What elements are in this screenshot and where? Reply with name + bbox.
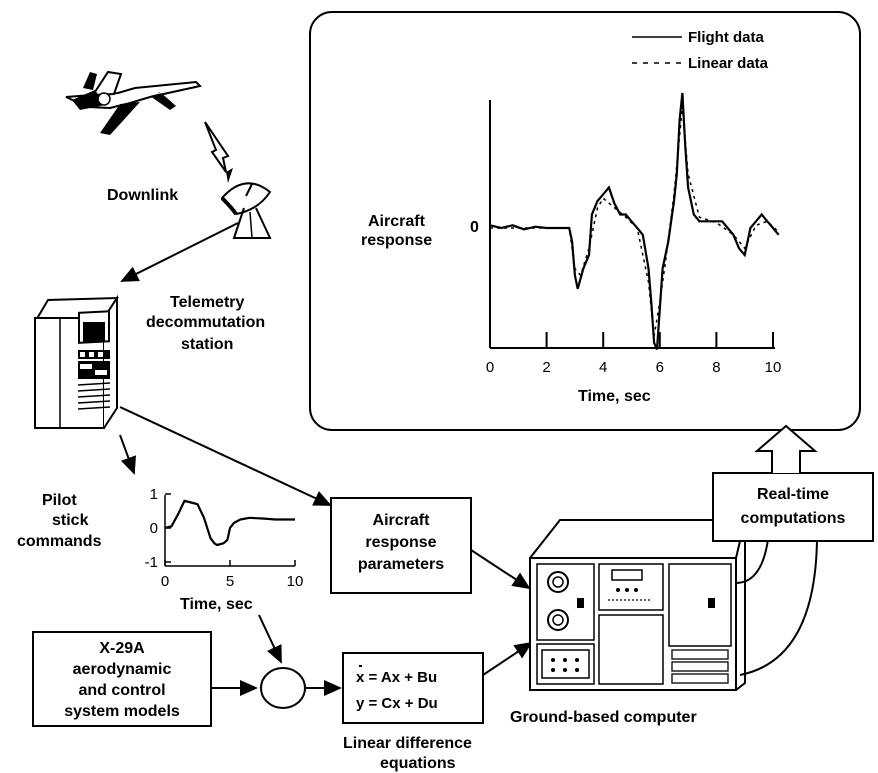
equation-2: y = Cx + Du [356,695,438,712]
models-label-3: and control [78,682,165,699]
stick-command-line [164,499,295,547]
equation-1: x = Ax + Bu [356,669,437,686]
x-tick-label: 8 [712,359,720,376]
telemetry-station-icon [34,294,119,429]
params-label-2: response [365,534,436,551]
models-label-2: aerodynamic [73,661,172,678]
x-tick-label: 0 [486,359,494,376]
realtime-label-1: Real-time [757,486,829,503]
aircraft-response-axes [489,100,775,349]
x-tick-label: 4 [599,359,607,376]
x29-aircraft-icon [65,70,202,135]
flight-data-line [489,92,780,350]
aircraft-response-series [489,92,780,350]
y-tick-label: 1 [150,486,158,503]
telemetry-label-3: station [181,336,233,353]
realtime-computations-box: Real-time computations [712,472,874,542]
x-tick-label: 10 [287,573,304,590]
aircraft-response-zero-tick: 0 [470,219,479,236]
models-label-1: X-29A [99,640,145,657]
pilot-stick-label-2: stick [52,512,89,529]
equations-box: x = Ax + Bu y = Cx + Du [342,652,484,724]
aircraft-response-ylabel-1: Aircraft [368,213,426,230]
x-tick-label: 5 [226,573,234,590]
legend-linear-label: Linear data [688,55,769,72]
x-tick-label: 2 [542,359,550,376]
pilot-stick-label-3: commands [17,533,102,550]
x29a-models-box: X-29A aerodynamic and control system mod… [32,631,212,727]
params-label-1: Aircraft [373,512,431,529]
x-tick-label: 10 [765,359,782,376]
linear-diff-label-1: Linear difference [343,735,472,752]
pilot-stick-label-1: Pilot [42,492,77,509]
models-label-4: system models [64,703,180,720]
aircraft-response-x-ticks: 0 2 4 6 8 10 [486,332,782,376]
aircraft-response-panel [309,11,861,431]
linear-data-line [490,106,780,337]
aircraft-response-parameters-box: Aircraft response parameters [330,497,472,594]
telemetry-label-2: decommutation [146,314,265,331]
aircraft-response-ylabel-2: response [361,232,432,249]
pilot-stick-xlabel: Time, sec [180,596,253,613]
aircraft-response-xlabel: Time, sec [578,388,651,405]
summing-junction [260,667,306,709]
linear-diff-label-2: equations [380,755,456,772]
ground-computer-icon [529,519,746,691]
telemetry-label-1: Telemetry [170,294,245,311]
y-tick-label: 0 [150,520,158,537]
x-tick-label: 0 [161,573,169,590]
pilot-stick-series [164,499,295,547]
downlink-label: Downlink [107,187,178,204]
lightning-icon [204,121,233,183]
hollow-up-arrow [754,424,818,473]
realtime-label-2: computations [741,510,846,527]
params-label-3: parameters [358,556,444,573]
x-tick-label: 6 [656,359,664,376]
ground-computer-label: Ground-based computer [510,709,697,726]
legend-flight-label: Flight data [688,29,764,46]
chart-legend: Flight data Linear data [632,29,769,72]
satellite-dish-icon [220,182,272,239]
y-tick-label: -1 [145,554,158,571]
